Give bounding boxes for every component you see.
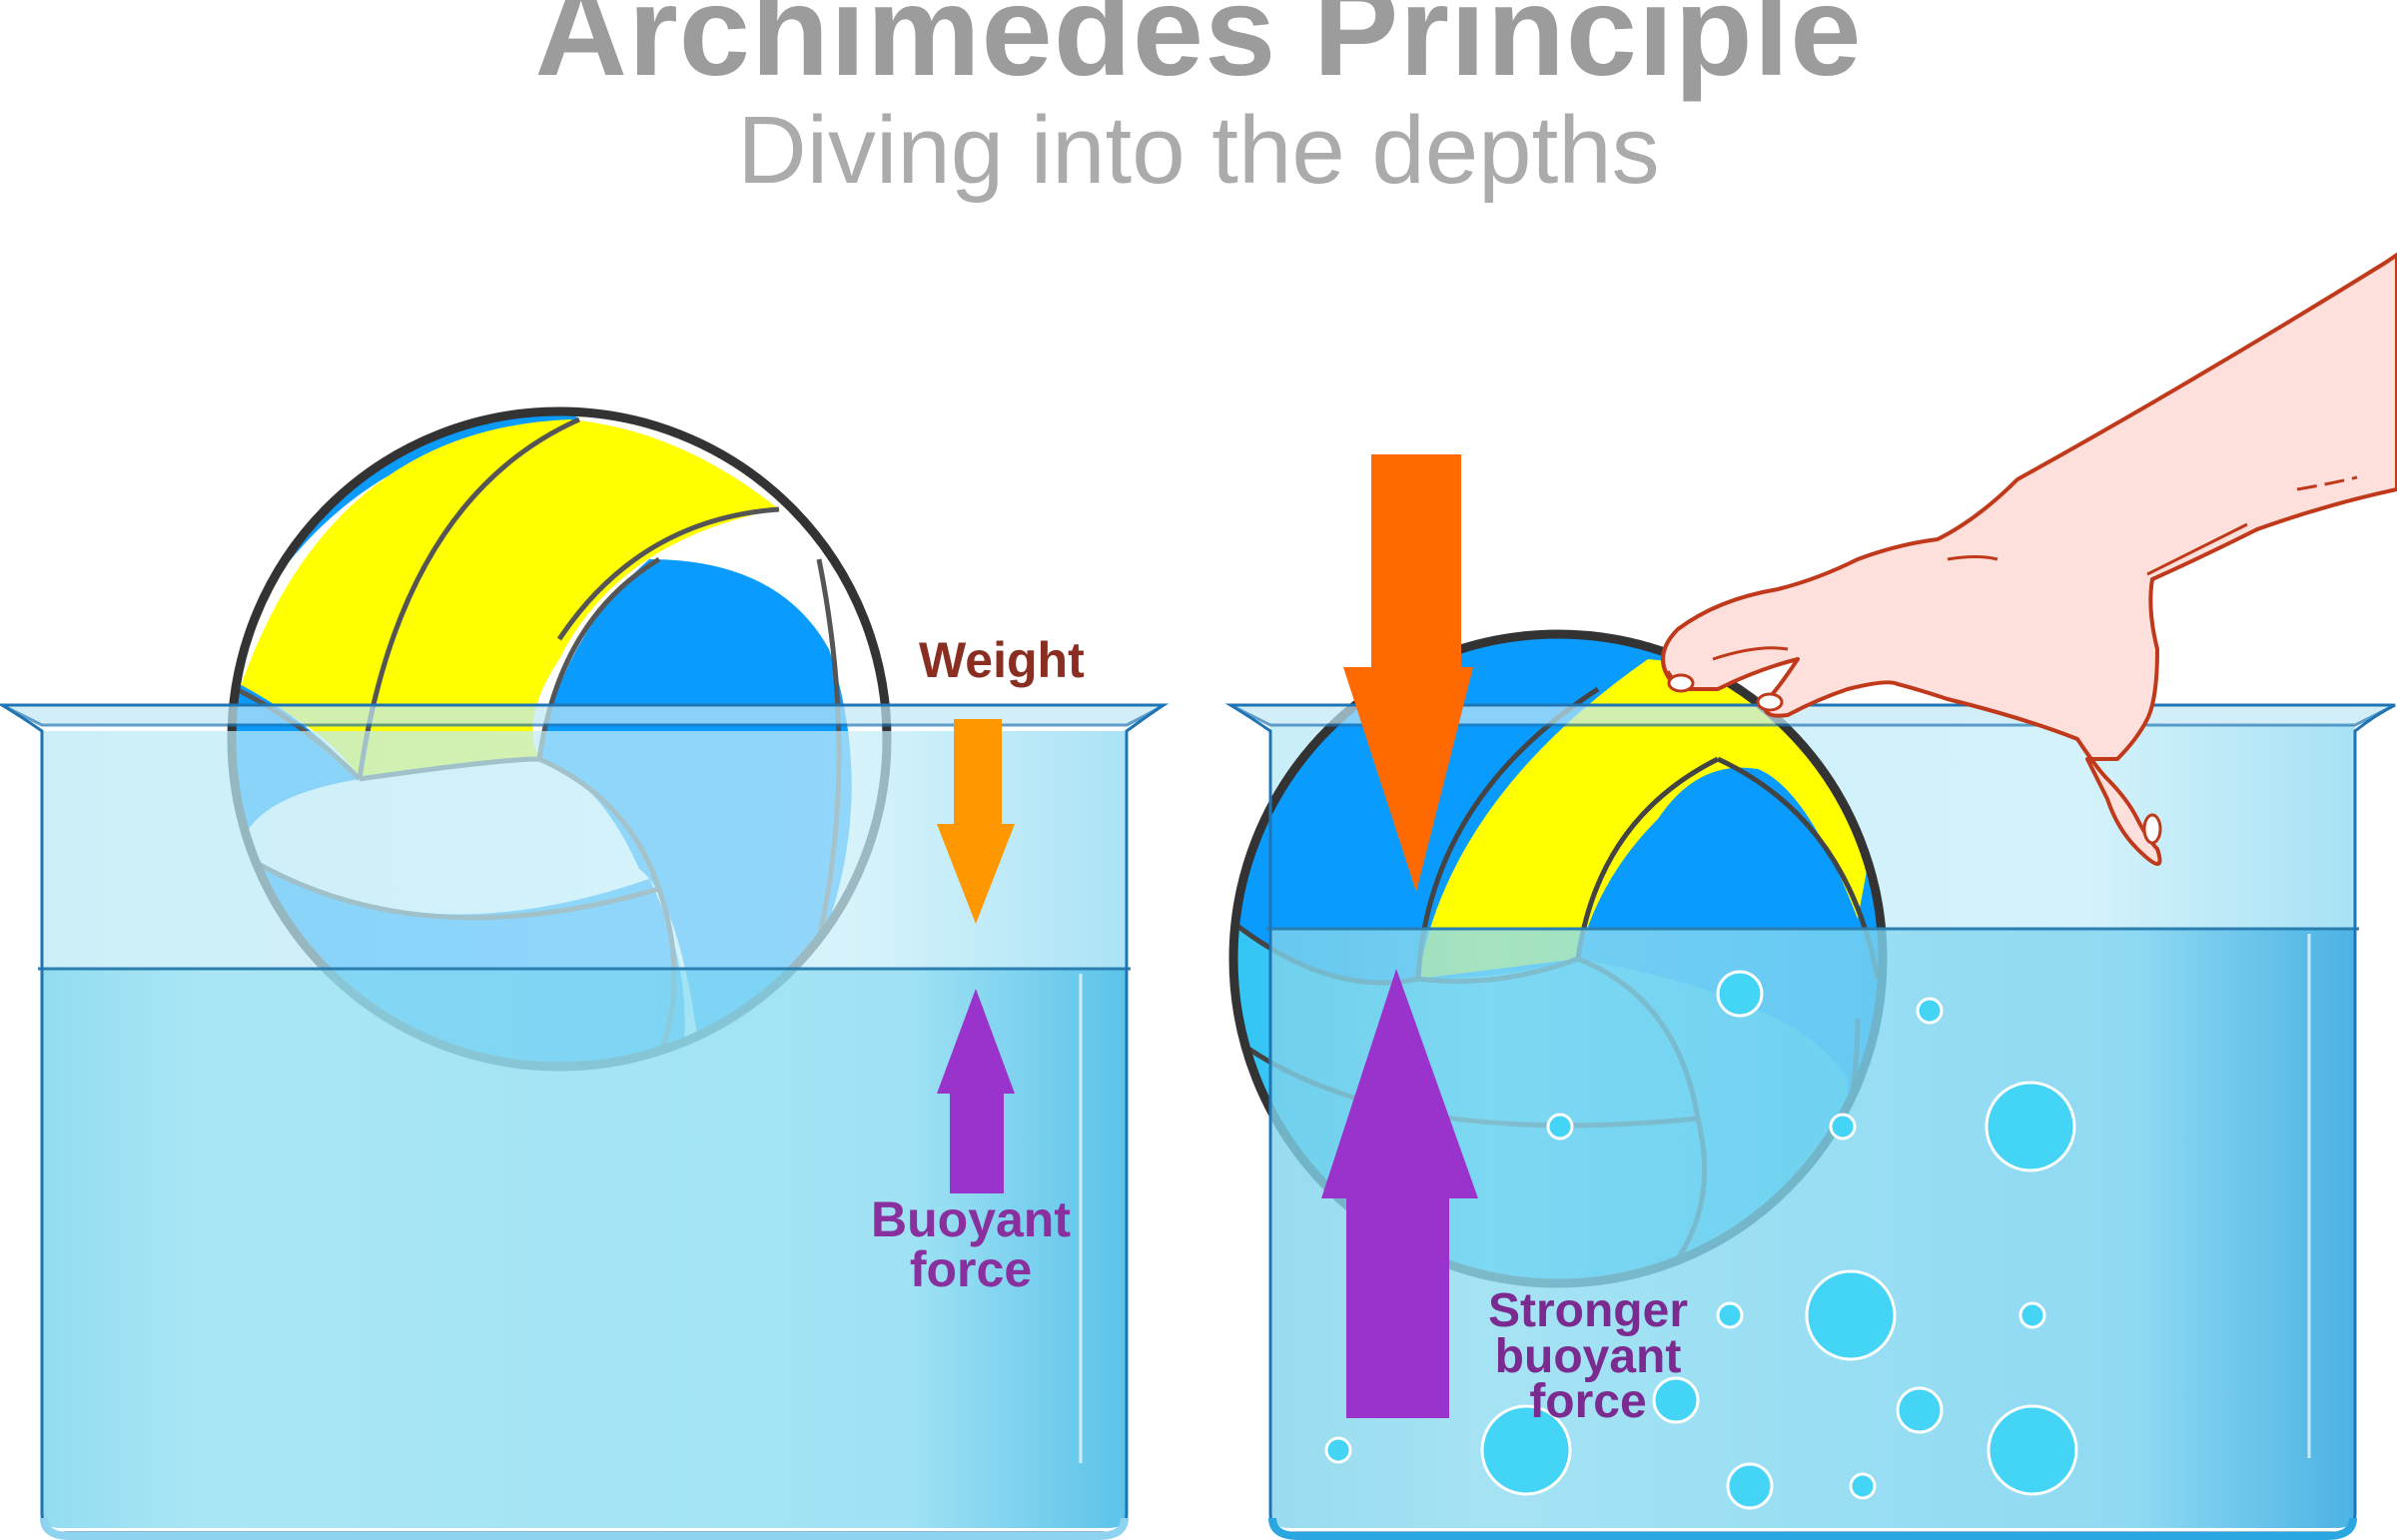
hand-illustration — [1661, 253, 2397, 866]
diagram-title: Archimedes Principle — [534, 0, 1863, 103]
weight-label: Weight — [919, 632, 1085, 688]
left-beaker — [0, 406, 1170, 1540]
stronger-buoyant-force-arrow — [1321, 969, 1478, 1418]
bubbles — [1324, 970, 2078, 1510]
diagram-subtitle: Diving into the depths — [737, 97, 1660, 204]
weight-arrow — [937, 719, 1015, 924]
buoyant-force-arrow — [937, 989, 1015, 1193]
right-water — [1270, 929, 2355, 1528]
push-arrow — [1343, 454, 1473, 892]
left-water — [42, 969, 1127, 1528]
